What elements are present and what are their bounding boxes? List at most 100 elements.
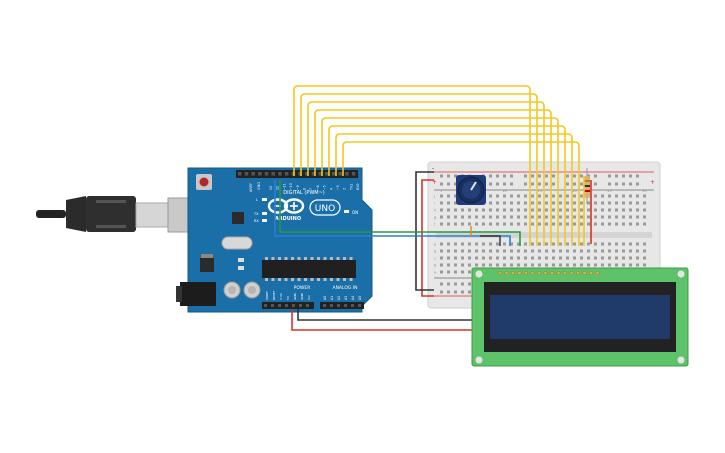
bb-hole (559, 194, 562, 198)
wire-yellow[interactable] (321, 117, 559, 246)
bb-hole (510, 194, 513, 198)
bb-hole (629, 201, 632, 205)
wire-blue[interactable] (274, 180, 511, 246)
bb-hole (580, 215, 583, 219)
aref-label: AREF (249, 183, 253, 192)
bb-hole (615, 182, 618, 186)
rx-label: RX (254, 219, 259, 223)
digital-pin-label: ~6 (316, 185, 320, 190)
power-pin-label: IOREF (265, 291, 269, 300)
digital-pin-label: ~11 (282, 183, 286, 190)
lcd-pin (511, 271, 516, 276)
bb-hole (461, 249, 464, 253)
bb-hole (503, 256, 506, 260)
digital-header[interactable] (236, 170, 358, 178)
bb-row-label: e (434, 243, 436, 247)
bb-hole (629, 174, 632, 178)
bb-hole (615, 249, 618, 253)
lcd-pin (504, 271, 509, 276)
bb-hole (566, 249, 569, 253)
bb-hole (615, 222, 618, 226)
bb-hole (447, 249, 450, 253)
bb-hole (587, 263, 590, 267)
wire-yellow[interactable] (328, 125, 566, 246)
bb-hole (608, 174, 611, 178)
bb-hole (622, 194, 625, 198)
digital-pin-label: TX1 (349, 184, 353, 191)
chip-pin (284, 257, 288, 260)
bb-hole (447, 263, 450, 267)
bb-hole (566, 215, 569, 219)
bb-hole (503, 182, 506, 186)
wire-yellow[interactable] (335, 133, 573, 246)
bb-hole (573, 194, 576, 198)
bb-hole (608, 215, 611, 219)
bb-hole (482, 242, 485, 246)
bb-hole (503, 215, 506, 219)
chip-pin (330, 278, 333, 281)
wire-yellow[interactable] (342, 141, 580, 246)
bb-hole (510, 256, 513, 260)
bb-hole (447, 182, 450, 186)
bb-hole (559, 222, 562, 226)
bb-hole (636, 174, 639, 178)
bb-hole (475, 256, 478, 260)
bb-hole (629, 242, 632, 246)
bb-hole (454, 201, 457, 205)
pin-hole (330, 304, 333, 307)
bb-hole (524, 201, 527, 205)
wire-black-gnd[interactable] (297, 309, 476, 321)
bb-hole (461, 290, 464, 294)
bb-hole (531, 256, 534, 260)
bb-hole (594, 249, 597, 253)
digital-pin-label: 12 (276, 186, 280, 190)
chip-pin (336, 257, 340, 260)
bb-hole (538, 249, 541, 253)
wire-yellow[interactable] (300, 93, 538, 246)
potentiometer[interactable] (456, 175, 486, 205)
wire-yellow[interactable] (314, 109, 552, 246)
bb-hole (510, 201, 513, 205)
wire-red-rail[interactable] (421, 179, 434, 297)
bb-hole (615, 256, 618, 260)
bb-hole (545, 201, 548, 205)
bb-hole (573, 222, 576, 226)
lcd-display[interactable] (471, 267, 689, 367)
wire-yellow[interactable] (307, 101, 545, 246)
bb-hole (615, 174, 618, 178)
bb-row-label: j (433, 195, 435, 199)
bb-hole (594, 208, 597, 212)
bb-hole (615, 263, 618, 267)
wire-black-rail[interactable] (415, 171, 434, 291)
bb-hole (496, 174, 499, 178)
bb-hole (454, 215, 457, 219)
bb-hole (636, 222, 639, 226)
bb-hole (552, 242, 555, 246)
wire-green[interactable] (279, 180, 521, 246)
wire-black-contrast[interactable] (480, 235, 501, 246)
wire-yellow[interactable] (293, 85, 531, 246)
wire-red-5v[interactable] (291, 309, 476, 331)
usb-cable[interactable] (36, 196, 197, 233)
bb-hole (440, 194, 443, 198)
bb-hole (524, 174, 527, 178)
power-jack[interactable] (176, 282, 216, 306)
bb-hole (503, 174, 506, 178)
bb-hole (636, 256, 639, 260)
bb-hole (608, 249, 611, 253)
rail-plus-label-right: + (650, 179, 655, 186)
analog-pin-label: A0 (323, 296, 327, 300)
resistor[interactable] (584, 168, 590, 204)
analog-header[interactable] (320, 302, 364, 309)
bb-hole (489, 256, 492, 260)
pin-hole (278, 172, 282, 176)
data-wires[interactable] (293, 85, 585, 246)
chip-pin (336, 278, 340, 281)
pin-hole (337, 304, 340, 307)
bb-hole (440, 282, 443, 286)
bb-hole (622, 174, 625, 178)
bb-row-label: c (434, 257, 436, 261)
chip-pin (323, 257, 327, 260)
